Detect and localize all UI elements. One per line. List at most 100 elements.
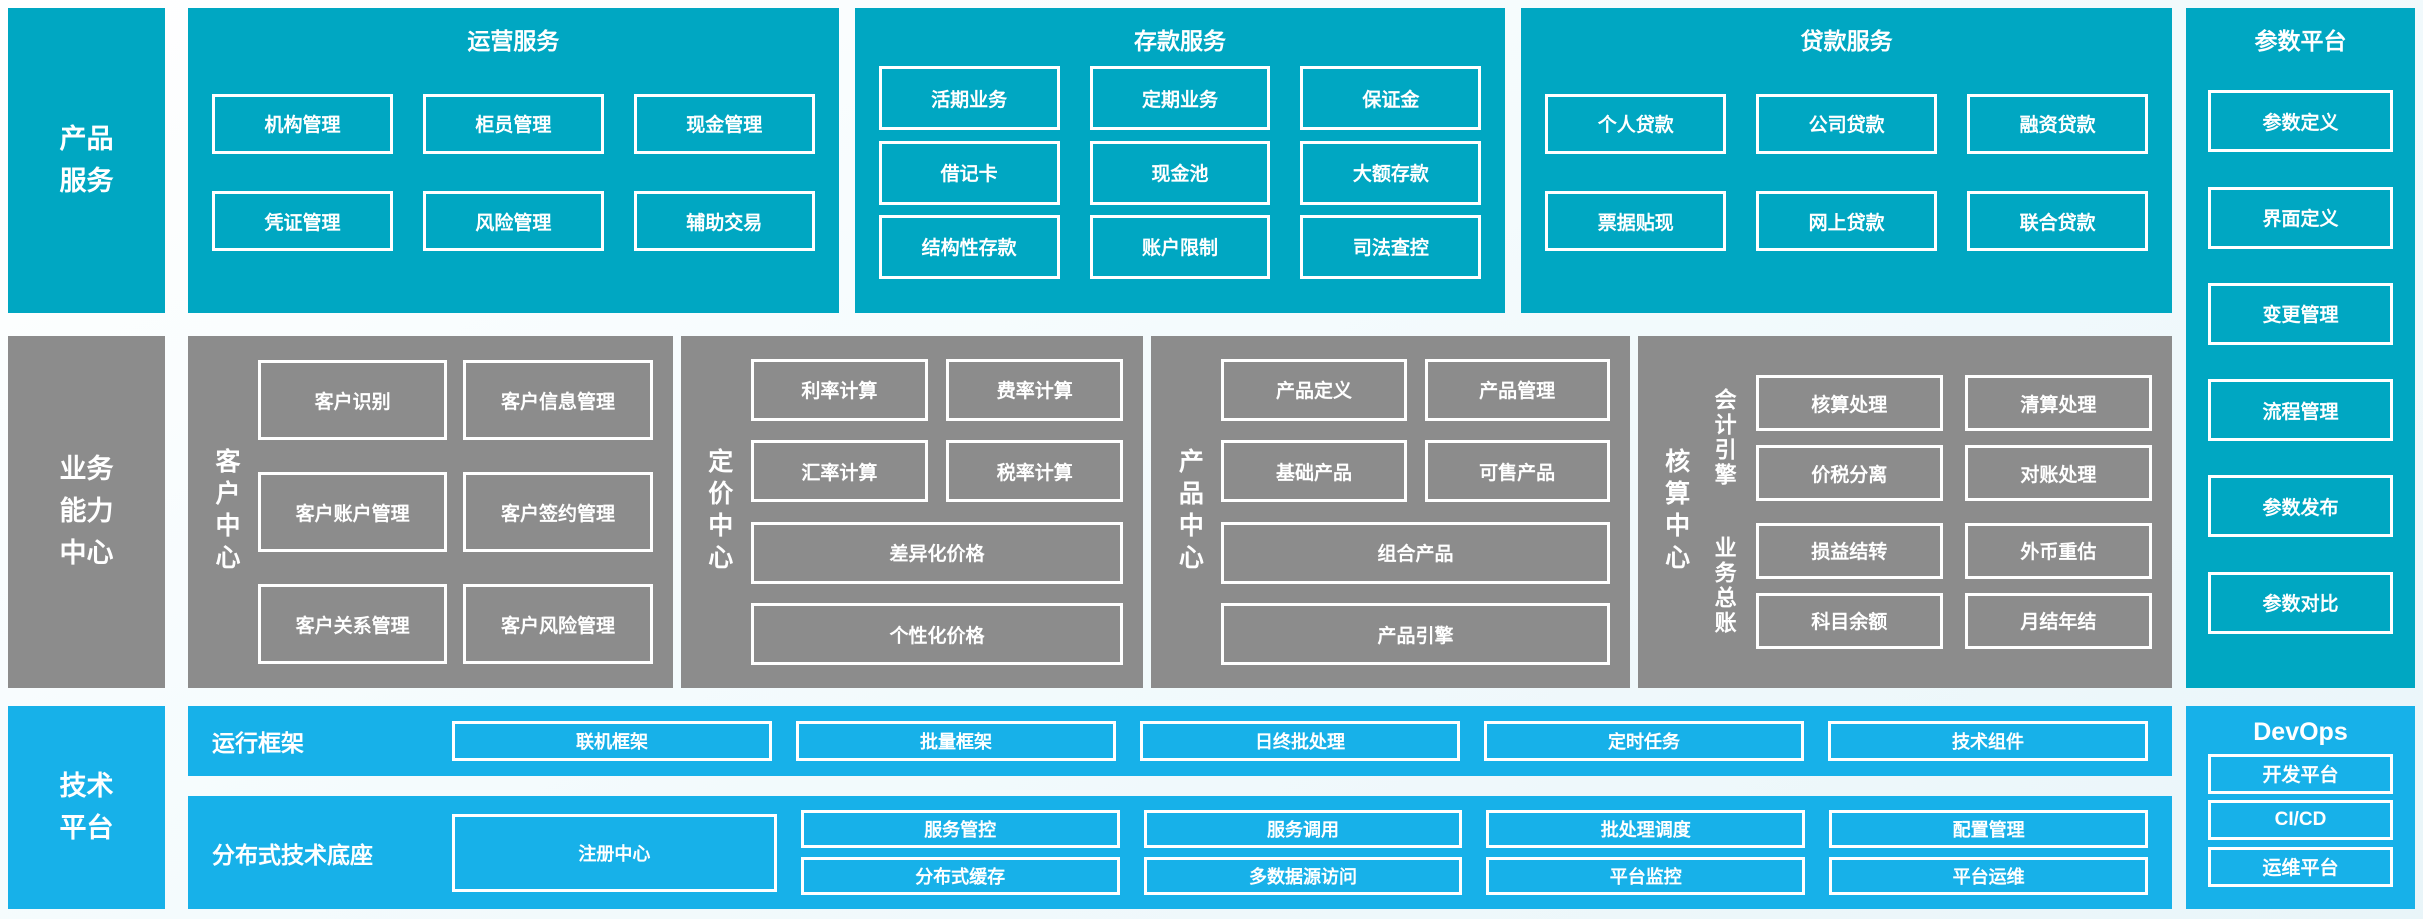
diagram-box-personalized-price: 个性化价格	[750, 603, 1124, 666]
accounting-center-label: 核算中心	[1661, 448, 1690, 576]
section-pricing-center: 定价中心 利率计算 费率计算 汇率计算 税率计算 差异化价格 个性化价格	[680, 336, 1144, 688]
diagram-box-service-invoke: 服务调用	[1143, 810, 1463, 848]
section-customer-center: 客户中心 客户识别 客户信息管理 客户账户管理 客户签约管理 客户关系管理 客户…	[188, 336, 673, 688]
diagram-box-service-governance: 服务管控	[800, 810, 1120, 848]
diagram-box-batch-framework: 批量框架	[796, 721, 1116, 761]
diagram-box-tech-component: 技术组件	[1828, 721, 2148, 761]
diagram-box-fee-calc: 费率计算	[946, 358, 1124, 421]
diagram-box-multi-datasource: 多数据源访问	[1143, 857, 1463, 895]
diagram-box-teller-mgmt: 柜员管理	[422, 93, 604, 154]
diagram-box-subject-balance: 科目余额	[1755, 592, 1943, 649]
business-ledger-boxes: 损益结转 外币重估 科目余额 月结年结	[1755, 522, 2152, 649]
diagram-box-large-deposit: 大额存款	[1300, 140, 1482, 205]
diagram-box-voucher-mgmt: 凭证管理	[212, 191, 393, 252]
box-row: 结构性存款 账户限制 司法查控	[878, 214, 1482, 279]
band-distributed-base: 分布式技术底座 注册中心 服务管控 分布式缓存 服务调用 多数据源访问 批处理调…	[188, 796, 2172, 909]
row-label-business-capability: 业务 能力 中心	[8, 336, 165, 688]
diagram-box-online-framework: 联机框架	[452, 721, 772, 761]
diagram-box-distributed-cache: 分布式缓存	[800, 857, 1120, 895]
row-label-product-services: 产品 服务	[8, 8, 165, 313]
diagram-box-margin: 保证金	[1300, 66, 1482, 131]
distributed-base-label: 分布式技术底座	[212, 841, 373, 868]
box-row: 凭证管理 风险管理 辅助交易	[212, 191, 815, 252]
runtime-framework-label: 运行框架	[212, 730, 304, 756]
diagram-box-cash-mgmt: 现金管理	[633, 93, 815, 154]
box-row: 活期业务 定期业务 保证金	[878, 66, 1482, 131]
customer-center-boxes: 客户识别 客户信息管理 客户账户管理 客户签约管理 客户关系管理 客户风险管理	[258, 354, 653, 670]
customer-center-label: 客户中心	[212, 448, 240, 576]
diagram-box-batch-schedule: 批处理调度	[1486, 810, 1806, 848]
box-row: 个人贷款 公司贷款 融资贷款	[1545, 93, 2149, 154]
section-accounting-center: 核算中心 会计引擎 核算处理 清算处理 价税分离 对账处理 业务总账 损益结转 …	[1637, 336, 2172, 688]
diagram-box-financing-loan: 融资贷款	[1967, 93, 2149, 154]
diagram-box-product-engine: 产品引擎	[1221, 603, 1610, 666]
diagram-box-sellable-product: 可售产品	[1424, 440, 1610, 503]
section-deposit: 存款服务 活期业务 定期业务 保证金 借记卡 现金池 大额存款 结构性存款 账户…	[854, 8, 1506, 313]
diagram-box-syndicated-loan: 联合贷款	[1967, 191, 2149, 252]
diagram-box-customer-contract: 客户签约管理	[463, 472, 653, 552]
diagram-box-pnl-carryover: 损益结转	[1755, 522, 1943, 579]
diagram-box-platform-monitor: 平台监控	[1486, 857, 1806, 895]
diagram-box-org-mgmt: 机构管理	[212, 93, 393, 154]
box-row: 借记卡 现金池 大额存款	[878, 140, 1482, 205]
section-deposit-title: 存款服务	[1134, 28, 1226, 54]
diagram-box-basic-product: 基础产品	[1221, 440, 1407, 503]
diagram-box-structured-deposit: 结构性存款	[878, 214, 1060, 279]
diagram-box-accounting-process: 核算处理	[1755, 375, 1943, 432]
diagram-box-clearing-process: 清算处理	[1964, 375, 2152, 432]
diagram-box-customer-info: 客户信息管理	[463, 360, 653, 440]
section-devops: DevOps 开发平台 CI/CD 运维平台	[2186, 706, 2415, 909]
diagram-box-judicial-control: 司法查控	[1300, 214, 1482, 279]
product-center-boxes: 产品定义 产品管理 基础产品 可售产品 组合产品 产品引擎	[1221, 354, 1610, 670]
diagram-box-reconciliation: 对账处理	[1964, 445, 2152, 502]
diagram-box-cicd: CI/CD	[2208, 800, 2393, 840]
diagram-box-registry-center: 注册中心	[452, 813, 777, 892]
distributed-column: 服务管控 分布式缓存	[800, 810, 1120, 895]
diagram-box-change-mgmt: 变更管理	[2208, 282, 2393, 345]
distributed-column: 配置管理 平台运维	[1829, 810, 2148, 895]
row-label-tech-platform: 技术 平台	[8, 706, 165, 909]
distributed-column: 服务调用 多数据源访问	[1143, 810, 1463, 895]
diagram-box-online-loan: 网上贷款	[1756, 191, 1938, 252]
diagram-box-month-year-end: 月结年结	[1964, 592, 2152, 649]
distributed-column: 批处理调度 平台监控	[1486, 810, 1806, 895]
diagram-box-combined-product: 组合产品	[1221, 521, 1610, 584]
section-loan: 贷款服务 个人贷款 公司贷款 融资贷款 票据贴现 网上贷款 联合贷款	[1521, 8, 2173, 313]
diagram-box-customer-risk: 客户风险管理	[463, 584, 653, 664]
business-ledger-group: 业务总账 损益结转 外币重估 科目余额 月结年结	[1708, 522, 2152, 649]
diagram-box-interest-calc: 利率计算	[750, 358, 929, 421]
box-row: 机构管理 柜员管理 现金管理	[212, 93, 815, 154]
section-operations: 运营服务 机构管理 柜员管理 现金管理 凭证管理 风险管理 辅助交易	[188, 8, 839, 313]
diagram-box-cash-pool: 现金池	[1089, 140, 1271, 205]
top-sections-row: 运营服务 机构管理 柜员管理 现金管理 凭证管理 风险管理 辅助交易 存款服务 …	[188, 8, 2173, 313]
diagram-box-ui-definition: 界面定义	[2208, 186, 2393, 249]
diagram-box-personal-loan: 个人贷款	[1545, 93, 1727, 154]
devops-title: DevOps	[2253, 718, 2348, 746]
diagram-box-eod-batch: 日终批处理	[1140, 721, 1460, 761]
accounting-center-groups: 会计引擎 核算处理 清算处理 价税分离 对账处理 业务总账 损益结转 外币重估 …	[1708, 354, 2152, 670]
devops-items: 开发平台 CI/CD 运维平台	[2208, 747, 2393, 893]
diagram-box-tax-calc: 税率计算	[946, 440, 1124, 503]
diagram-box-config-mgmt: 配置管理	[1829, 810, 2148, 848]
box-row: 票据贴现 网上贷款 联合贷款	[1545, 191, 2149, 252]
diagram-box-differentiated-price: 差异化价格	[750, 521, 1124, 584]
diagram-box-corporate-loan: 公司贷款	[1756, 93, 1938, 154]
diagram-box-risk-mgmt: 风险管理	[422, 191, 604, 252]
diagram-box-product-mgmt: 产品管理	[1424, 358, 1610, 421]
diagram-box-fx-revaluation: 外币重估	[1964, 522, 2152, 579]
diagram-box-debit-card: 借记卡	[878, 140, 1060, 205]
diagram-box-demand-deposit: 活期业务	[878, 66, 1060, 131]
pricing-center-label: 定价中心	[704, 448, 733, 576]
diagram-box-customer-account: 客户账户管理	[258, 472, 448, 552]
diagram-box-aux-trade: 辅助交易	[633, 191, 815, 252]
diagram-box-account-limit: 账户限制	[1089, 214, 1271, 279]
diagram-box-param-compare: 参数对比	[2208, 571, 2393, 634]
pricing-center-boxes: 利率计算 费率计算 汇率计算 税率计算 差异化价格 个性化价格	[750, 354, 1124, 670]
product-center-label: 产品中心	[1175, 448, 1204, 576]
diagram-box-customer-identify: 客户识别	[258, 360, 448, 440]
accounting-engine-boxes: 核算处理 清算处理 价税分离 对账处理	[1755, 375, 2152, 502]
accounting-engine-group: 会计引擎 核算处理 清算处理 价税分离 对账处理	[1708, 375, 2152, 502]
diagram-box-scheduled-task: 定时任务	[1484, 721, 1804, 761]
diagram-box-time-deposit: 定期业务	[1089, 66, 1271, 131]
